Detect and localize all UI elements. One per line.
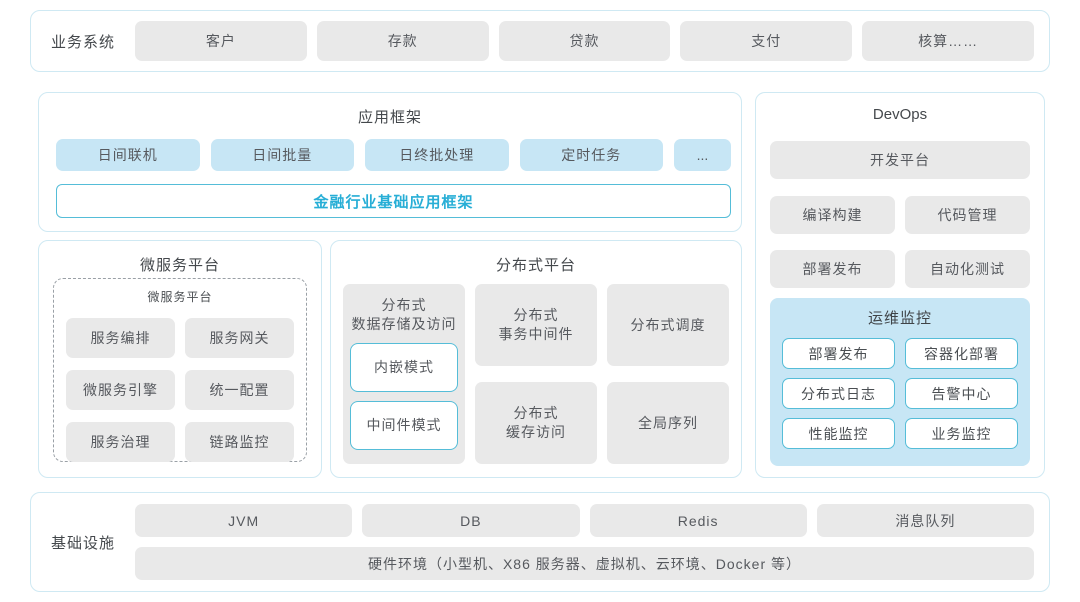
devops-grid: 编译构建 代码管理 部署发布 自动化测试: [770, 196, 1030, 288]
monitor-business: 业务监控: [905, 418, 1018, 449]
ms-item-service-governance: 服务治理: [66, 422, 175, 462]
business-item-accounting: 核算……: [862, 21, 1034, 61]
appfw-item-day-online: 日间联机: [56, 139, 200, 171]
business-systems-panel: 业务系统 客户 存款 贷款 支付 核算……: [30, 10, 1050, 72]
app-framework-panel: 应用框架 日间联机 日间批量 日终批处理 定时任务 ... 金融行业基础应用框架: [38, 92, 742, 232]
appfw-item-more: ...: [674, 139, 731, 171]
microservice-inner-group: 微服务平台 服务编排 服务网关 微服务引擎 统一配置 服务治理 链路监控: [53, 278, 307, 462]
ms-item-service-gateway: 服务网关: [185, 318, 294, 358]
microservice-inner-title: 微服务平台: [147, 290, 213, 304]
appfw-item-scheduled-task: 定时任务: [519, 139, 663, 171]
business-systems-label: 业务系统: [50, 33, 115, 51]
storage-middleware-mode: 中间件模式: [350, 400, 458, 450]
microservice-platform-panel: 微服务平台 微服务平台 服务编排 服务网关 微服务引擎 统一配置 服务治理 链路…: [38, 240, 322, 478]
business-item-deposit: 存款: [316, 21, 489, 61]
finance-base-framework-box: 金融行业基础应用框架: [56, 184, 731, 218]
infra-jvm: JVM: [135, 504, 353, 537]
devops-deploy-release: 部署发布: [770, 250, 895, 288]
ms-item-service-orchestration: 服务编排: [66, 318, 175, 358]
infrastructure-content: JVM DB Redis 消息队列 硬件环境（小型机、X86 服务器、虚拟机、云…: [135, 504, 1034, 580]
app-framework-row: 日间联机 日间批量 日终批处理 定时任务 ...: [56, 139, 731, 171]
storage-embedded-mode: 内嵌模式: [350, 342, 458, 392]
distributed-grid: 分布式 数据存储及访问 内嵌模式 中间件模式 分布式 事务中间件 分布式 缓存访…: [343, 284, 729, 464]
monitor-performance: 性能监控: [782, 418, 895, 449]
business-systems-row: 客户 存款 贷款 支付 核算……: [135, 21, 1034, 61]
distributed-transaction-middleware: 分布式 事务中间件: [475, 284, 597, 366]
infrastructure-panel: 基础设施 JVM DB Redis 消息队列 硬件环境（小型机、X86 服务器、…: [30, 492, 1050, 592]
monitor-alert-center: 告警中心: [905, 378, 1018, 409]
devops-panel: DevOps 开发平台 编译构建 代码管理 部署发布 自动化测试 运维监控 部署…: [755, 92, 1045, 478]
monitor-distributed-log: 分布式日志: [782, 378, 895, 409]
distributed-middle-column: 分布式 事务中间件 分布式 缓存访问: [475, 284, 597, 464]
microservice-platform-title: 微服务平台: [139, 257, 220, 274]
infrastructure-label: 基础设施: [50, 534, 115, 552]
distributed-right-column: 分布式调度 全局序列: [607, 284, 729, 464]
microservice-grid: 服务编排 服务网关 微服务引擎 统一配置 服务治理 链路监控: [66, 318, 294, 462]
business-item-loan: 贷款: [498, 21, 671, 61]
ms-item-trace-monitor: 链路监控: [185, 422, 294, 462]
ops-monitoring-group: 运维监控 部署发布 容器化部署 分布式日志 告警中心 性能监控 业务监控: [770, 298, 1030, 466]
appfw-item-eod-batch: 日终批处理: [365, 139, 509, 171]
devops-title: DevOps: [872, 106, 928, 123]
ms-item-microservice-engine: 微服务引擎: [66, 370, 175, 410]
monitor-deploy-release: 部署发布: [782, 338, 895, 369]
infra-db: DB: [362, 504, 580, 537]
app-framework-title: 应用框架: [357, 109, 422, 126]
devops-code-management: 代码管理: [905, 196, 1030, 234]
distributed-storage-label: 分布式 数据存储及访问: [351, 297, 457, 332]
global-sequence: 全局序列: [607, 382, 729, 464]
distributed-storage-box: 分布式 数据存储及访问 内嵌模式 中间件模式: [343, 284, 465, 464]
business-item-payment: 支付: [680, 21, 853, 61]
appfw-item-day-batch: 日间批量: [210, 139, 354, 171]
ms-item-unified-config: 统一配置: [185, 370, 294, 410]
devops-dev-platform: 开发平台: [770, 141, 1030, 179]
infra-redis: Redis: [589, 504, 807, 537]
distributed-platform-title: 分布式平台: [495, 257, 576, 274]
monitor-containerized-deploy: 容器化部署: [905, 338, 1018, 369]
business-item-customer: 客户: [135, 21, 307, 61]
devops-compile-build: 编译构建: [770, 196, 895, 234]
devops-automated-testing: 自动化测试: [905, 250, 1030, 288]
ops-monitoring-title: 运维监控: [867, 310, 932, 327]
infrastructure-row: JVM DB Redis 消息队列: [135, 504, 1034, 537]
infra-message-queue: 消息队列: [816, 504, 1034, 537]
infra-hardware-environment: 硬件环境（小型机、X86 服务器、虚拟机、云环境、Docker 等）: [135, 547, 1034, 580]
ops-monitoring-grid: 部署发布 容器化部署 分布式日志 告警中心 性能监控 业务监控: [782, 338, 1018, 449]
distributed-scheduler: 分布式调度: [607, 284, 729, 366]
distributed-platform-panel: 分布式平台 分布式 数据存储及访问 内嵌模式 中间件模式 分布式 事务中间件 分…: [330, 240, 742, 478]
distributed-cache-access: 分布式 缓存访问: [475, 382, 597, 464]
